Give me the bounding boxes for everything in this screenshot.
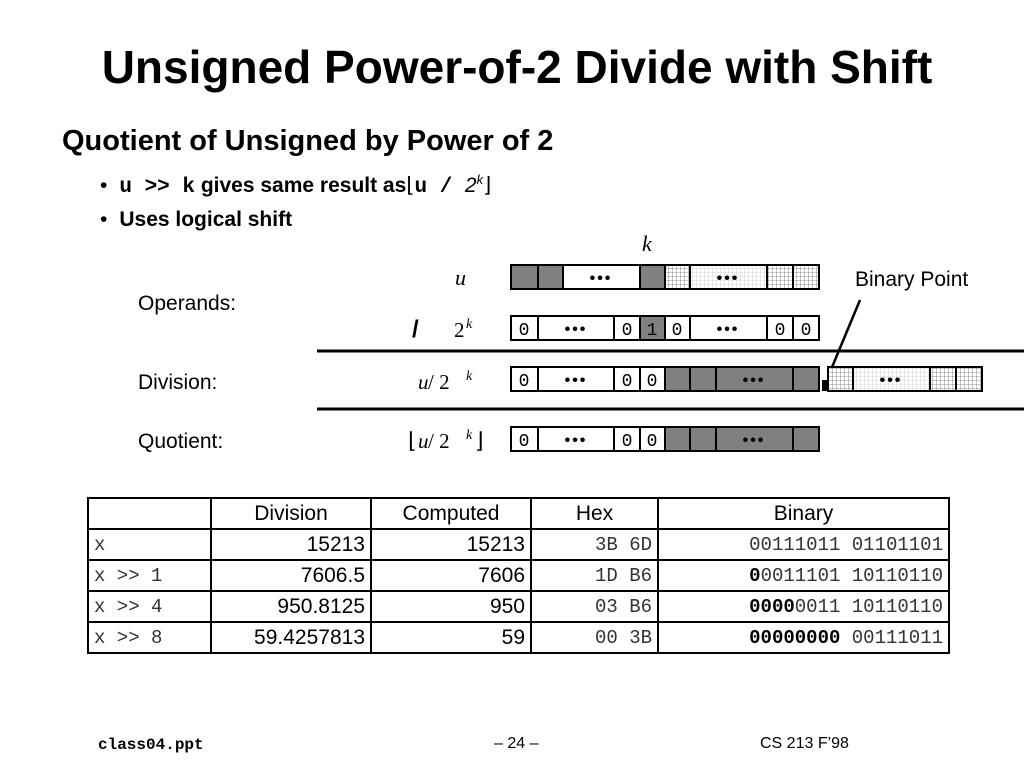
- table-header-row: Division Computed Hex Binary: [87, 497, 950, 530]
- bullet-text: gives same result as: [200, 174, 407, 197]
- division-expr-exp: k: [466, 369, 473, 384]
- binary-point-label: Binary Point: [855, 268, 968, 291]
- power-base: 2: [464, 174, 477, 197]
- table-row: x >> 8 59.4257813 59 00 3B 00000000 0011…: [87, 621, 950, 654]
- binary-point-arrow: [828, 299, 862, 373]
- pow2k-bit-vector: 0 ••• 0 1 0 ••• 0 0: [510, 315, 820, 341]
- quotient-high-ellipsis: •••: [743, 432, 766, 449]
- table-header-blank: [87, 497, 212, 530]
- quotient-floor-right: ⌋: [475, 428, 484, 453]
- computed-cell: 7606: [370, 559, 532, 592]
- u-high-ellipsis: •••: [590, 270, 613, 287]
- binary-cell: 00000000 00111011: [657, 621, 950, 654]
- computed-cell: 15213: [370, 528, 532, 561]
- hex-cell: 03 B6: [530, 590, 659, 623]
- slide-title: Unsigned Power-of-2 Divide with Shift: [101, 41, 933, 93]
- pow2k-low-ellipsis: •••: [717, 321, 740, 338]
- row-label: x >> 8: [87, 621, 212, 654]
- binary-remaining-bits: 00111011: [840, 626, 943, 649]
- pow2k-base: 2: [454, 318, 465, 342]
- hex-cell: 3B 6D: [530, 528, 659, 561]
- quotient-bit-b: 0: [647, 432, 658, 452]
- table-row: x 15213 15213 3B 6D 00111011 01101101: [87, 528, 950, 561]
- division-label: Division:: [138, 371, 217, 394]
- division-cell: 7606.5: [210, 559, 372, 592]
- division-expr-op: / 2: [428, 370, 450, 394]
- division-zero-ellipsis: •••: [565, 372, 588, 389]
- division-bit-msb: 0: [519, 372, 530, 392]
- division-bit-vector: 0 ••• 0 0 ••• •••: [510, 366, 983, 392]
- division-bit-b: 0: [647, 372, 658, 392]
- power-exponent: k: [476, 172, 484, 187]
- computed-cell: 950: [370, 590, 532, 623]
- table-header-computed: Computed: [370, 497, 532, 530]
- binary-cell: 00000011 10110110: [657, 590, 950, 623]
- table-header-binary: Binary: [657, 497, 950, 530]
- pow2k-bit-one: 1: [647, 321, 658, 341]
- quotient-expr-op: / 2: [428, 429, 450, 453]
- footer-course: CS 213 F’98: [760, 735, 849, 752]
- pow2k-bit-0: 0: [801, 321, 812, 341]
- bullet-dot-icon: •: [100, 208, 108, 231]
- table-header-hex: Hex: [530, 497, 659, 530]
- shift-code: u >> k: [119, 176, 195, 199]
- division-cell: 15213: [210, 528, 372, 561]
- quotient-zero-ellipsis: •••: [565, 432, 588, 449]
- binary-shifted-bits: 00000000: [749, 626, 841, 649]
- pow2k-bit-zero: 0: [622, 321, 633, 341]
- division-code: u /: [414, 176, 465, 199]
- u-label: u: [455, 265, 466, 290]
- pow2k-exponent: k: [466, 317, 473, 332]
- division-bit-a: 0: [622, 372, 633, 392]
- binary-shifted-bits: 0000: [749, 595, 795, 618]
- pow2k-high-ellipsis: •••: [565, 321, 588, 338]
- quotient-expr-u: u: [418, 429, 429, 453]
- hex-cell: 1D B6: [530, 559, 659, 592]
- bullet-text: Uses logical shift: [119, 208, 293, 231]
- footer-filename: class04.ppt: [98, 736, 204, 754]
- quotient-expr-exp: k: [466, 428, 473, 443]
- computed-cell: 59: [370, 621, 532, 654]
- row-label: x: [87, 528, 212, 561]
- binary-cell: 00111011 01101101: [657, 528, 950, 561]
- quotient-bit-msb: 0: [519, 432, 530, 452]
- quotient-bit-a: 0: [622, 432, 633, 452]
- binary-shifted-bits: 0: [749, 564, 761, 587]
- quotient-floor-left: ⌊: [408, 428, 417, 453]
- slide-subtitle: Quotient of Unsigned by Power of 2: [62, 125, 554, 157]
- binary-remaining-bits: 00111011 01101101: [749, 533, 943, 556]
- binary-remaining-bits: 0011101 10110110: [760, 564, 943, 587]
- table-header-division: Division: [210, 497, 372, 530]
- table-row: x >> 4 950.8125 950 03 B6 00000011 10110…: [87, 590, 950, 623]
- shift-results-table: Division Computed Hex Binary x 15213 152…: [87, 497, 950, 654]
- bullet-shift-equivalence: • u >> k gives same result as⌊u / 2k⌋: [100, 172, 491, 199]
- division-cell: 59.4257813: [210, 621, 372, 654]
- pow2k-bit-1: 0: [775, 321, 786, 341]
- divide-symbol: /: [412, 316, 419, 343]
- quotient-bit-vector: 0 ••• 0 0 •••: [510, 426, 820, 452]
- u-bit-vector: ••• •••: [510, 264, 820, 290]
- binary-cell: 00011101 10110110: [657, 559, 950, 592]
- row-label: x >> 1: [87, 559, 212, 592]
- u-low-ellipsis: •••: [717, 270, 740, 287]
- binary-remaining-bits: 0011 10110110: [794, 595, 943, 618]
- pow2k-bit-zero-low: 0: [672, 321, 683, 341]
- row-label: x >> 4: [87, 590, 212, 623]
- footer-page-number: – 24 –: [494, 735, 539, 752]
- k-label: k: [642, 231, 653, 256]
- quotient-label: Quotient:: [138, 430, 223, 453]
- bullet-logical-shift: • Uses logical shift: [100, 208, 292, 232]
- hex-cell: 00 3B: [530, 621, 659, 654]
- division-expr-u: u: [418, 370, 429, 394]
- floor-left-symbol: ⌊: [406, 174, 415, 197]
- pow2k-bit-msb: 0: [519, 321, 530, 341]
- bullet-dot-icon: •: [100, 174, 108, 197]
- division-high-ellipsis: •••: [743, 372, 766, 389]
- operands-label: Operands:: [138, 292, 236, 315]
- floor-right-symbol: ⌋: [483, 174, 492, 197]
- table-row: x >> 1 7606.5 7606 1D B6 00011101 101101…: [87, 559, 950, 592]
- division-cell: 950.8125: [210, 590, 372, 623]
- division-fraction-ellipsis: •••: [880, 372, 903, 389]
